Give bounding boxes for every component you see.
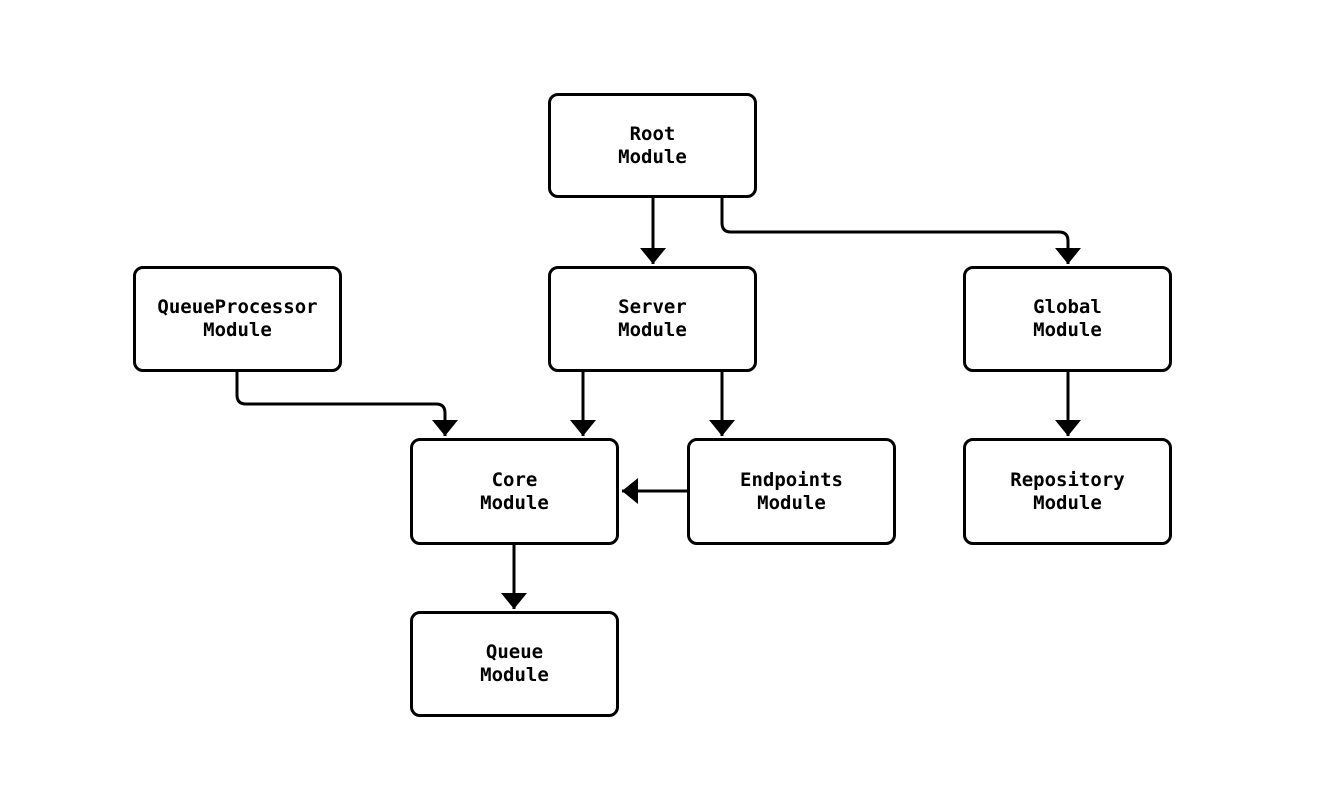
node-label-line: Root [629, 122, 676, 145]
node-label-line: Module [1033, 319, 1102, 341]
node-label-line: Queue [485, 641, 544, 663]
node-label-line: Module [618, 145, 687, 168]
edge-queueprocessor-core [235, 372, 458, 436]
node-label-line: Module [480, 491, 549, 514]
node-label-line: Module [480, 664, 549, 686]
node-label-line: Module [757, 491, 826, 514]
node-label-line: Core [491, 468, 538, 491]
node-label-line: QueueProcessor [157, 296, 318, 318]
node-label-line: Module [618, 319, 687, 341]
edges-group [235, 198, 1081, 609]
edge-root-global [720, 198, 1081, 264]
node-label-line: Endpoints [740, 468, 843, 491]
node-label-line: Global [1033, 296, 1102, 318]
node-label-line: Server [618, 296, 687, 318]
node-label-line: Repository [1010, 468, 1125, 491]
node-label-line: Module [1033, 491, 1102, 514]
node-label-line: Module [203, 319, 272, 341]
